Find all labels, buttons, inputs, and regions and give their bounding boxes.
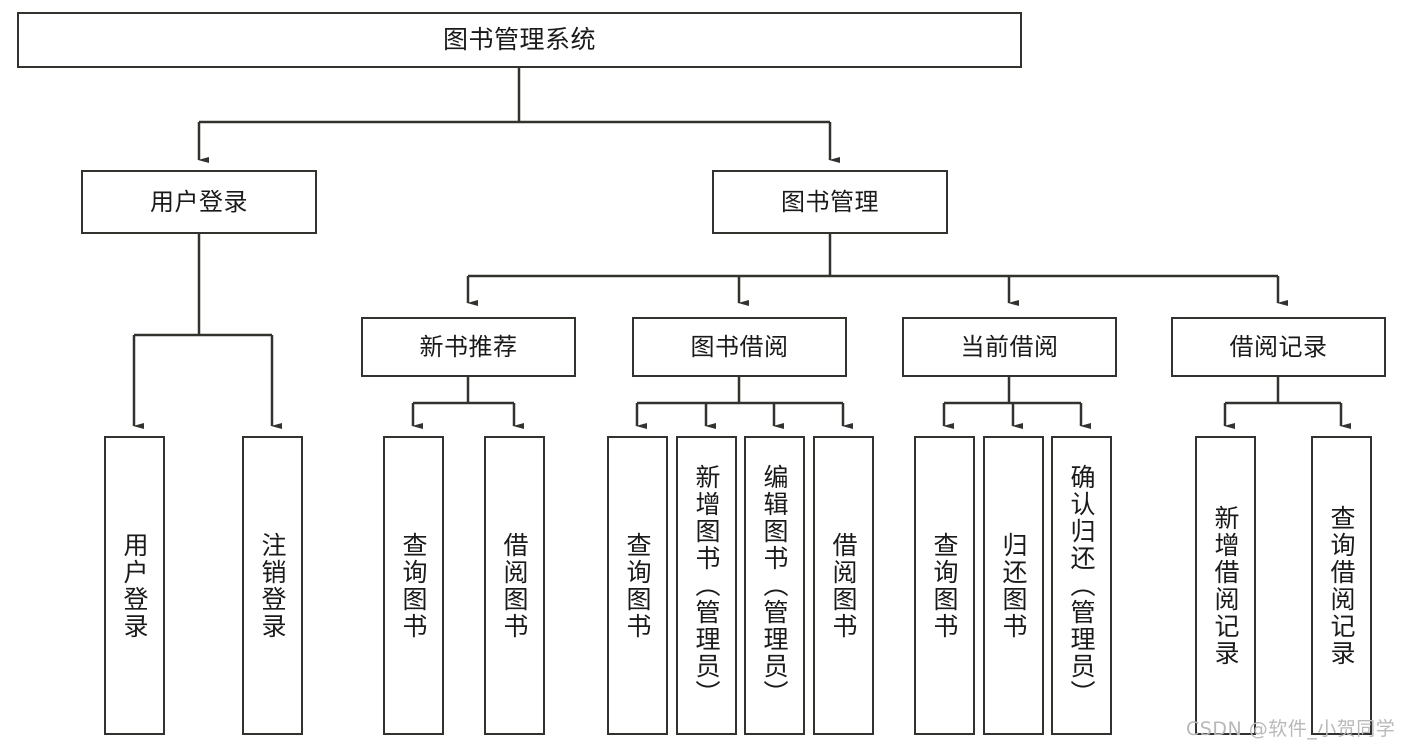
leaf-query-borrow-record[interactable]: 查询借阅记录 (1311, 436, 1372, 735)
node-current-borrow[interactable]: 当前借阅 (902, 317, 1117, 377)
node-label: 新增借阅记录 (1211, 504, 1240, 667)
leaf-new-book-borrow[interactable]: 借阅图书 (484, 436, 545, 735)
node-label: 借阅图书 (500, 531, 529, 640)
node-label: 当前借阅 (960, 332, 1059, 361)
node-label: 用户登录 (150, 187, 248, 216)
node-label: 确认归还（管理员） (1067, 464, 1096, 707)
node-label: 用户登录 (120, 531, 149, 640)
node-label: 查询图书 (930, 531, 959, 640)
csdn-watermark: CSDN @软件_小贺同学 (1186, 718, 1396, 740)
node-label: 图书管理系统 (442, 25, 596, 54)
node-label: 借阅图书 (829, 531, 858, 640)
leaf-book-edit-admin[interactable]: 编辑图书（管理员） (744, 436, 805, 735)
leaf-current-borrow-query[interactable]: 查询图书 (914, 436, 975, 735)
node-new-book-recommend[interactable]: 新书推荐 (361, 317, 576, 377)
node-book-management[interactable]: 图书管理 (712, 170, 948, 234)
node-label: 编辑图书（管理员） (760, 464, 789, 707)
node-label: 归还图书 (999, 531, 1028, 640)
leaf-user-login[interactable]: 用户登录 (104, 436, 165, 735)
leaf-new-book-query[interactable]: 查询图书 (383, 436, 444, 735)
node-label: 新书推荐 (419, 332, 518, 361)
node-book-management-system[interactable]: 图书管理系统 (17, 12, 1022, 68)
leaf-book-add-admin[interactable]: 新增图书（管理员） (676, 436, 737, 735)
node-label: 查询借阅记录 (1327, 504, 1356, 667)
node-label: 图书借阅 (690, 332, 789, 361)
node-label: 查询图书 (623, 531, 652, 640)
node-borrow-record[interactable]: 借阅记录 (1171, 317, 1386, 377)
node-label: 借阅记录 (1229, 332, 1328, 361)
node-book-borrow[interactable]: 图书借阅 (632, 317, 847, 377)
leaf-return-book[interactable]: 归还图书 (983, 436, 1044, 735)
node-label: 注销登录 (258, 531, 287, 640)
node-label: 图书管理 (781, 187, 879, 216)
leaf-book-borrow-query[interactable]: 查询图书 (607, 436, 668, 735)
node-label: 新增图书（管理员） (692, 464, 721, 707)
leaf-user-logout[interactable]: 注销登录 (242, 436, 303, 735)
leaf-add-borrow-record[interactable]: 新增借阅记录 (1195, 436, 1256, 735)
leaf-confirm-return-admin[interactable]: 确认归还（管理员） (1051, 436, 1112, 735)
leaf-book-borrow-action[interactable]: 借阅图书 (813, 436, 874, 735)
node-label: 查询图书 (399, 531, 428, 640)
node-user-login[interactable]: 用户登录 (81, 170, 317, 234)
